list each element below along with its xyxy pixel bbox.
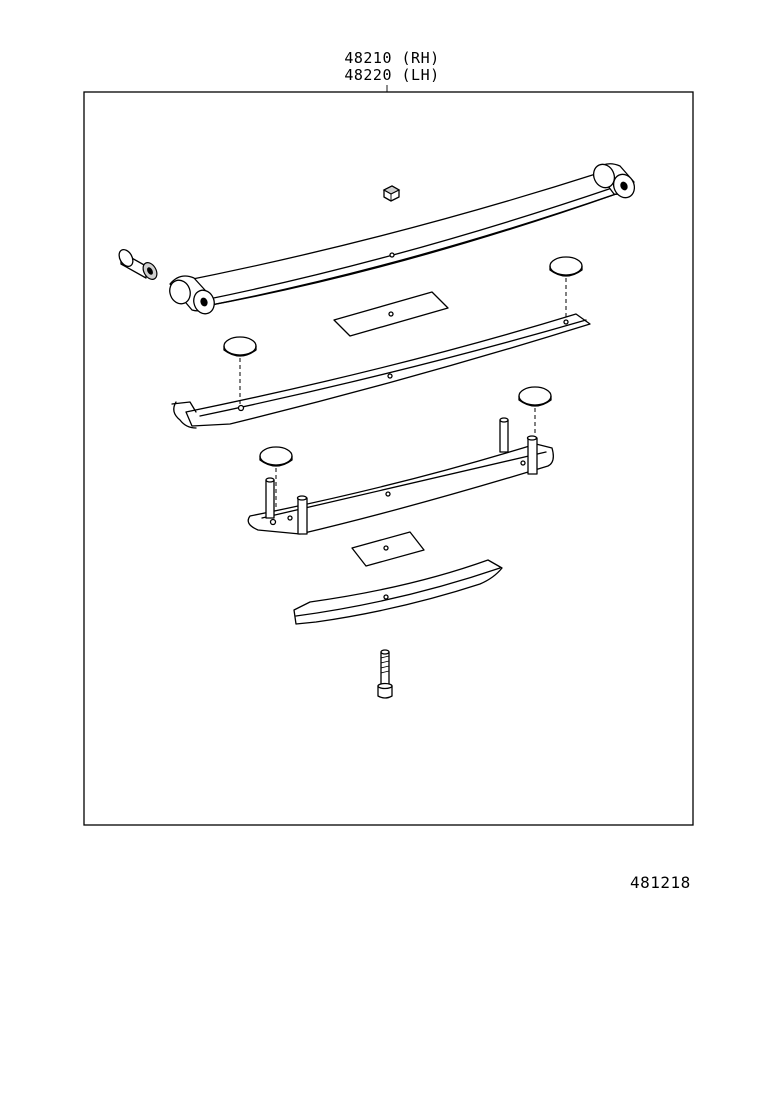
leaf-liner-pad bbox=[333, 291, 449, 337]
spring-bushing-part bbox=[118, 248, 158, 280]
silencer-pad-left-upper bbox=[223, 336, 257, 404]
spring-clip-right bbox=[499, 417, 538, 475]
silencer-pad-left-lower bbox=[259, 446, 293, 508]
lower-liner-pad bbox=[351, 531, 425, 567]
part-number-lh: 48220 (LH) bbox=[344, 66, 440, 84]
center-bolt bbox=[377, 649, 393, 699]
main-leaf-spring bbox=[169, 163, 636, 315]
second-leaf-spring bbox=[171, 313, 591, 429]
silencer-pad-right-lower bbox=[518, 386, 552, 440]
bottom-leaf-spring bbox=[293, 559, 503, 625]
diagram-code: 481218 bbox=[630, 873, 691, 892]
third-leaf-spring bbox=[247, 443, 554, 535]
spring-clip-left bbox=[265, 477, 308, 535]
assembly-frame bbox=[83, 91, 694, 826]
nut-part bbox=[382, 185, 401, 202]
part-number-rh: 48210 (RH) bbox=[344, 49, 440, 67]
silencer-pad-right-upper bbox=[549, 256, 583, 320]
